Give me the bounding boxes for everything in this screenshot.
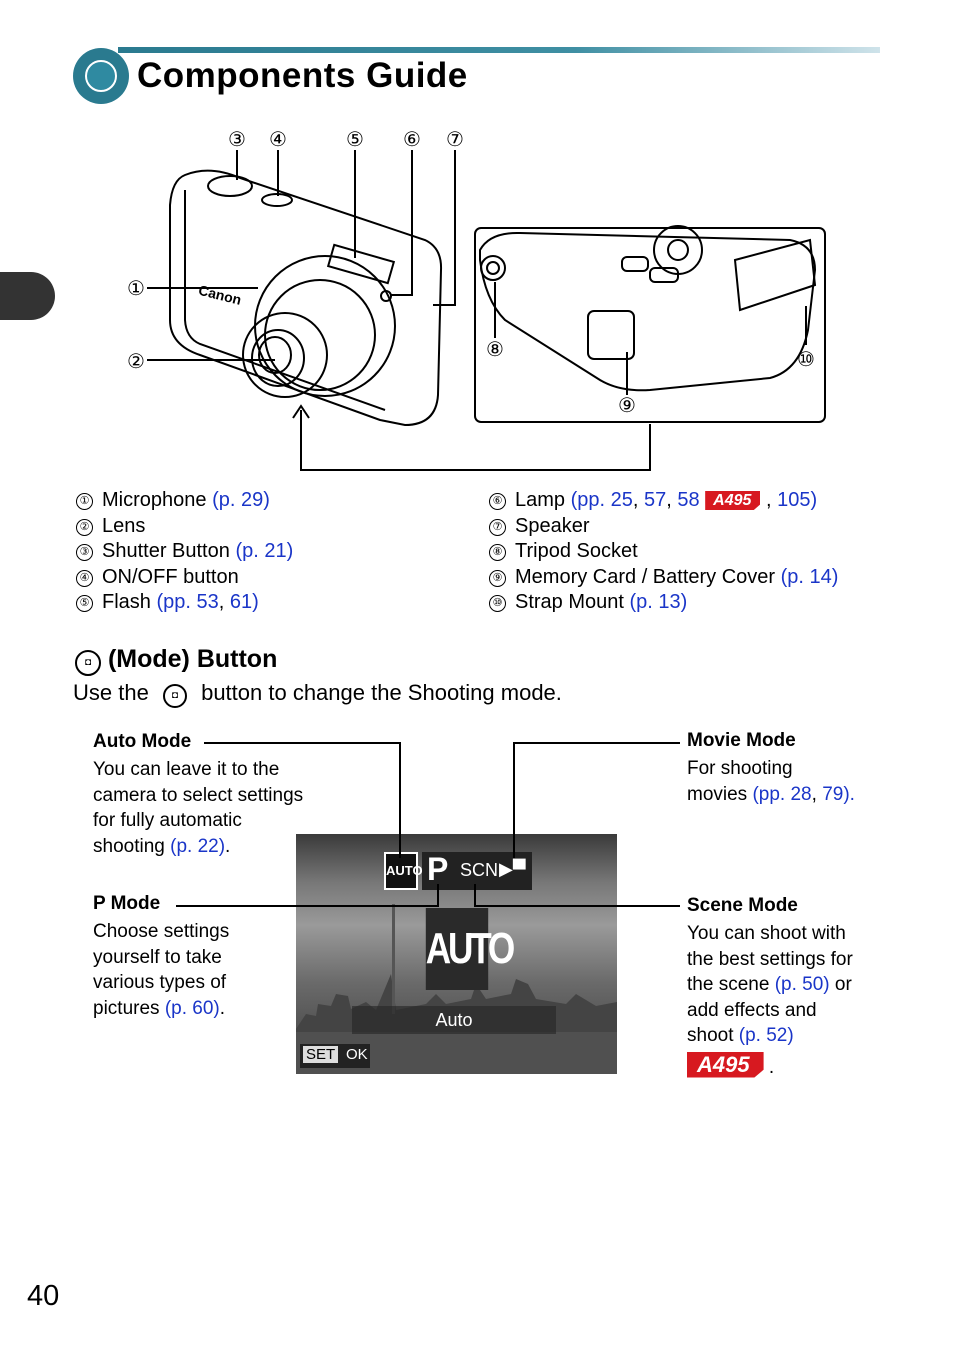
page-ref-link[interactable]: (p. 29)	[212, 489, 270, 511]
mode-leader-lines	[176, 742, 680, 907]
p-mode-label: P Mode Choose settings yourself to take …	[93, 893, 230, 1019]
page-ref-link[interactable]: (p. 21)	[235, 540, 294, 562]
mode-caption: Auto	[352, 1006, 556, 1034]
mode-strip	[422, 852, 532, 890]
page-ref-link[interactable]: 79)	[822, 783, 850, 805]
page-ref-link[interactable]: 57	[643, 489, 667, 511]
callout-7: ⑦	[446, 127, 464, 151]
lcd-screen: AUTO P SCN ▶▀ AUTO Auto SET OK	[296, 834, 617, 1074]
callout-3: ③	[228, 127, 246, 151]
mode-section-heading: ◘ (Mode) Button	[75, 645, 277, 676]
header-bullet-icon	[73, 48, 129, 104]
mode-movie-icon[interactable]: ▶▀	[499, 859, 526, 879]
callout-2: ②	[127, 349, 145, 373]
page-ref-link[interactable]: (p. 60)	[164, 997, 220, 1019]
camera-diagram: Canon ③ ④ ⑤ ⑥ ⑦ ① ② ⑧ ⑨ ⑩	[127, 127, 826, 471]
mode-button-icon: ◘	[75, 650, 101, 676]
ok-label: OK	[346, 1046, 368, 1063]
callout-4: ④	[269, 127, 287, 151]
selected-mode-display: AUTO	[425, 908, 515, 990]
camera-brand: Canon	[197, 282, 243, 308]
callout-10: ⑩	[797, 347, 815, 371]
mode-auto-icon[interactable]: AUTO	[384, 852, 423, 890]
page-ref-link[interactable]: (p. 52)	[738, 1025, 794, 1046]
callout-5: ⑤	[346, 127, 364, 151]
page-ref-link[interactable]: 58	[677, 489, 700, 511]
movie-mode-label: Movie Mode For shooting movies (pp. 28, …	[687, 730, 855, 805]
set-key: SET	[303, 1046, 339, 1063]
page-ref-link[interactable]: 105)	[777, 489, 818, 511]
callout-8: ⑧	[486, 337, 504, 361]
page-number: 40	[27, 1280, 60, 1312]
mode-button-icon: ◘	[162, 684, 187, 708]
page-ref-link[interactable]: (p. 22)	[170, 835, 226, 857]
mode-scn-icon[interactable]: SCN	[460, 860, 499, 880]
callout-1: ①	[127, 276, 145, 300]
model-badge: A495	[687, 1051, 764, 1078]
model-badge: A495	[705, 491, 761, 510]
scene-mode-label: Scene Mode You can shoot with the best s…	[687, 895, 853, 1078]
page-ref-link[interactable]: (p. 13)	[629, 591, 688, 613]
page-ref-link[interactable]: (pp. 25	[570, 489, 633, 511]
chapter-tab	[0, 272, 55, 320]
page-ref-link[interactable]: (p. 14)	[780, 565, 839, 588]
page-title: Components Guide	[137, 56, 468, 95]
mode-p-icon[interactable]: P	[427, 851, 449, 887]
callout-6: ⑥	[403, 127, 421, 151]
auto-mode-label: Auto Mode You can leave it to the camera…	[93, 731, 304, 857]
page-ref-link[interactable]: (pp. 53	[156, 591, 219, 613]
set-ok-hint: SET OK	[300, 1044, 370, 1068]
page-ref-link[interactable]: (pp. 28	[752, 783, 812, 805]
callout-9: ⑨	[618, 393, 636, 417]
header-rule	[118, 47, 880, 53]
page-ref-link[interactable]: (p. 50)	[774, 974, 830, 995]
page-ref-link[interactable]: 61)	[229, 591, 259, 613]
mode-intro: Use the ◘ button to change the Shooting …	[73, 680, 562, 708]
